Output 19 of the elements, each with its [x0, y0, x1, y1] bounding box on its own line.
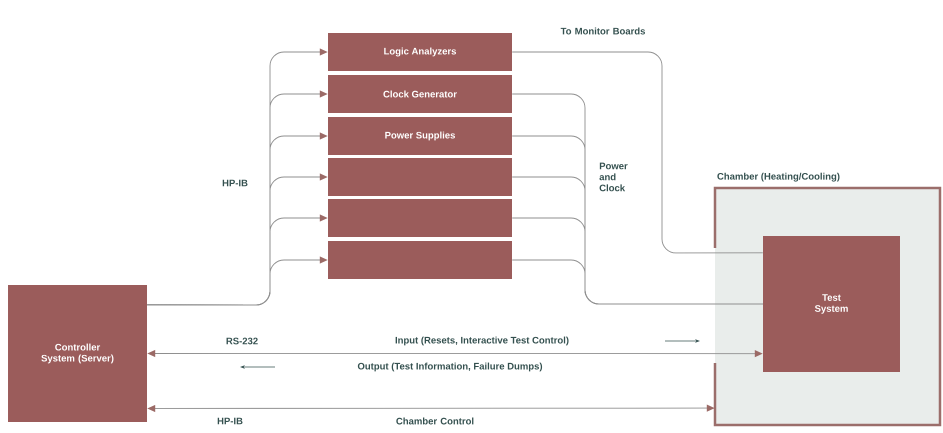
edge-label: RS-232 [226, 338, 258, 344]
bus-label: HP-IB [218, 418, 242, 424]
instrument-box: Clock Generator [328, 75, 512, 113]
connector [512, 52, 764, 254]
signal-label: Output (Test Information, Failure Dumps) [358, 362, 542, 372]
test-system-box: Test System [763, 236, 900, 372]
edge-label: Chamber Control [396, 418, 474, 424]
instrument-box: Power Supplies [328, 117, 512, 155]
instrument-box [328, 158, 512, 196]
instrument-box [328, 199, 512, 237]
instrument-box: Logic Analyzers [328, 33, 512, 71]
instrument-box [328, 241, 512, 279]
bus-label: HP-IB [222, 180, 248, 186]
controller-box: Controller System (Server) [8, 285, 147, 422]
connector [512, 260, 764, 304]
signal-label: Input (Resets, Interactive Test Control) [396, 336, 569, 346]
bus-label: Power and Clock [599, 162, 628, 192]
node-label: Chamber (Heating/Cooling) [717, 172, 840, 182]
edge-label: To Monitor Boards [560, 28, 645, 34]
